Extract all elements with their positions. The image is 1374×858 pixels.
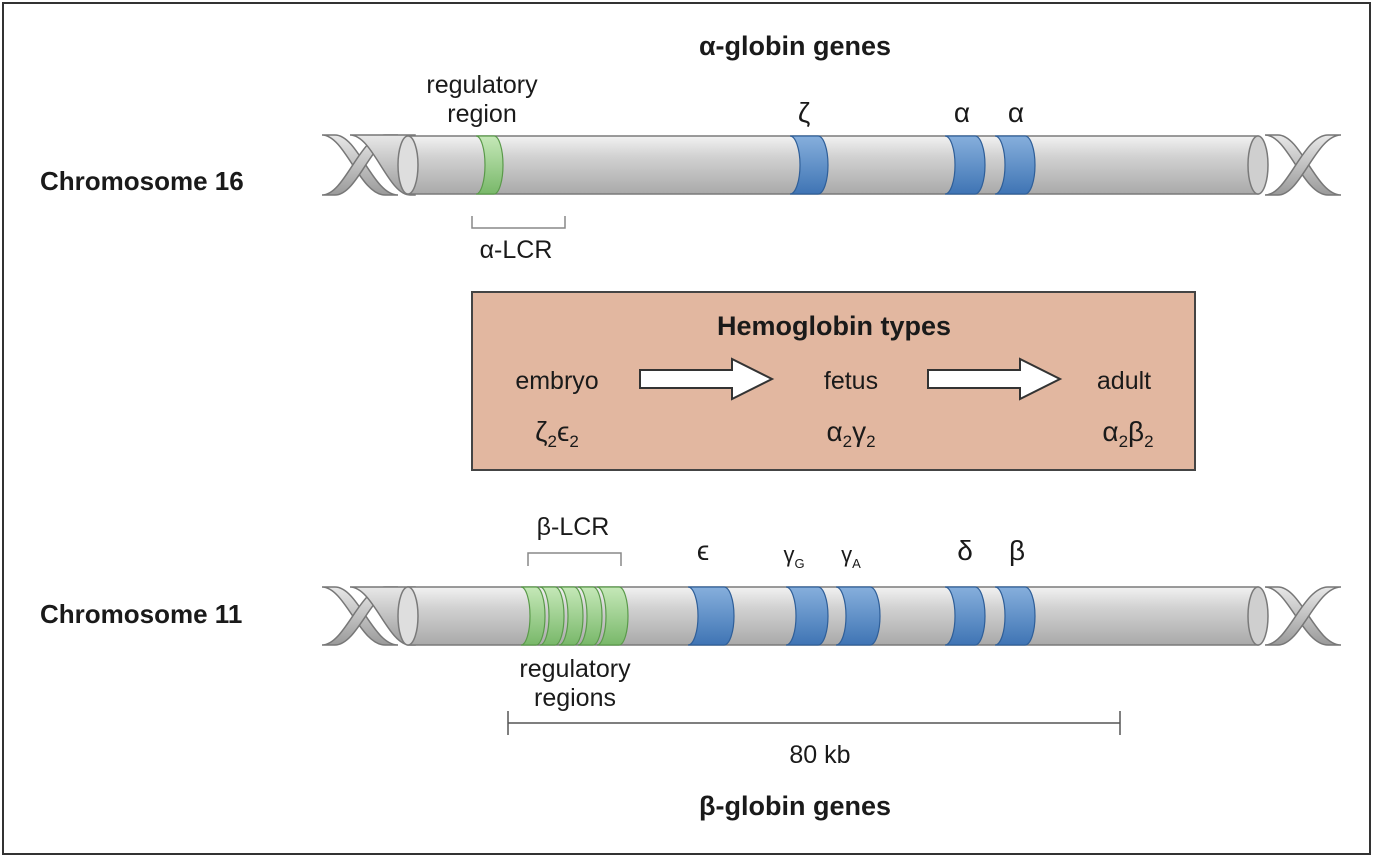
stage-embryo-formula: ζ2ϵ2 (535, 416, 579, 451)
alpha-globin-title: α-globin genes (699, 31, 891, 61)
chromosome-11 (321, 586, 1342, 646)
chromosome-16-label: Chromosome 16 (40, 166, 244, 196)
gene-label-zeta: ζ (798, 97, 810, 128)
hemoglobin-types-box: Hemoglobin types embryo ζ2ϵ2 fetus α2γ2 … (471, 291, 1196, 471)
gene-label-delta: δ (957, 535, 973, 566)
beta-lcr-label: β-LCR (537, 513, 610, 541)
regulatory-regions-label-line1: regulatory (519, 655, 631, 683)
gene-zeta (789, 135, 829, 195)
scale-bar (507, 711, 1121, 735)
hemoglobin-types-title: Hemoglobin types (717, 311, 951, 341)
regulatory-regions-label-line2: regions (534, 684, 616, 712)
gene-alpha-2 (944, 135, 986, 195)
gene-label-gamma-g: γG (783, 542, 804, 571)
right-helix-icon (1264, 134, 1342, 196)
stage-fetus-label: fetus (824, 367, 878, 395)
right-helix-icon (1264, 586, 1342, 646)
gene-label-beta: β (1009, 535, 1025, 566)
arrow-right-icon (927, 357, 1063, 401)
gene-gamma-g (785, 586, 829, 646)
gene-gamma-a (835, 586, 881, 646)
regulatory-label-line1: regulatory (426, 71, 538, 99)
stage-embryo-label: embryo (515, 367, 598, 395)
stage-adult-formula: α2β2 (1102, 416, 1153, 451)
gene-label-epsilon: ϵ (697, 535, 709, 566)
beta-lcr-bracket (527, 552, 622, 566)
gene-epsilon (687, 586, 735, 646)
arrow-right-icon (639, 357, 775, 401)
chromosome-body (407, 135, 1259, 195)
chromosome-16 (321, 134, 1342, 196)
scale-bar-label: 80 kb (789, 741, 850, 769)
chromosome-11-label: Chromosome 11 (40, 599, 242, 629)
gene-beta (994, 586, 1036, 646)
alpha-regulatory-region (475, 135, 504, 195)
gene-delta (944, 586, 986, 646)
stage-fetus-formula: α2γ2 (826, 416, 875, 451)
stage-adult-label: adult (1097, 367, 1151, 395)
alpha-lcr-bracket (471, 216, 566, 229)
gene-label-alpha-1: α (1008, 97, 1024, 128)
gene-alpha-1 (994, 135, 1036, 195)
beta-regulatory-regions (520, 586, 629, 646)
regulatory-label-line2: region (447, 100, 517, 128)
alpha-lcr-label: α-LCR (480, 236, 553, 264)
beta-globin-title: β-globin genes (699, 791, 891, 821)
gene-label-gamma-a: γA (841, 542, 861, 571)
gene-label-alpha-2: α (954, 97, 970, 128)
